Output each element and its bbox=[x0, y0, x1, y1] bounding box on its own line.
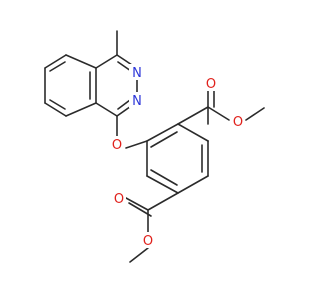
atom-label-layer: N N O O O O O bbox=[110, 64, 245, 249]
bond-n2-c1-inner bbox=[117, 99, 131, 110]
bond-ring-e bbox=[146, 175, 179, 194]
bond-c4-n3-inner bbox=[117, 61, 132, 72]
bond-methyl-top bbox=[245, 107, 265, 121]
bond-methyl-bottom bbox=[129, 247, 149, 263]
bond-oether-aryl bbox=[125, 140, 148, 149]
atom-n3-label: N bbox=[132, 66, 142, 81]
bond-ring-a-inner bbox=[150, 131, 178, 148]
atom-n2-label: N bbox=[132, 94, 142, 109]
atom-carbonyl-oxygen-top-label: O bbox=[206, 77, 216, 92]
bond-c4-c4a bbox=[95, 54, 118, 69]
bond-c-ester-top bbox=[177, 106, 209, 125]
structure-diagram: N N O O O O O bbox=[44, 30, 265, 263]
bond-ester-o-top bbox=[207, 106, 230, 121]
bond-c-ester-bottom bbox=[147, 192, 179, 211]
bond-ring-e-inner bbox=[150, 169, 178, 186]
atom-ester-oxygen-top-label: O bbox=[233, 115, 243, 130]
bond-c7-c8 bbox=[44, 102, 67, 117]
bond-c4a-c5 bbox=[65, 54, 97, 69]
bond-c7-c8-inner bbox=[49, 99, 66, 110]
molecule-canvas: N N O O O O O bbox=[44, 30, 265, 263]
bond-c8-c8a bbox=[65, 102, 97, 117]
bond-c1-c8a bbox=[95, 102, 118, 117]
atom-ester-oxygen-bottom-label: O bbox=[143, 234, 153, 249]
bond-c5-c6 bbox=[44, 54, 67, 69]
bond-c5-c6-inner bbox=[49, 61, 66, 72]
bond-ring-d bbox=[177, 175, 209, 194]
bond-co-bottom-1 bbox=[125, 197, 149, 211]
bond-ring-b bbox=[177, 123, 209, 142]
atom-ether-oxygen-label: O bbox=[112, 138, 122, 153]
atom-carbonyl-oxygen-bottom-label: O bbox=[114, 192, 124, 207]
bond-ring-a bbox=[146, 123, 179, 142]
bond-layer bbox=[44, 30, 265, 263]
